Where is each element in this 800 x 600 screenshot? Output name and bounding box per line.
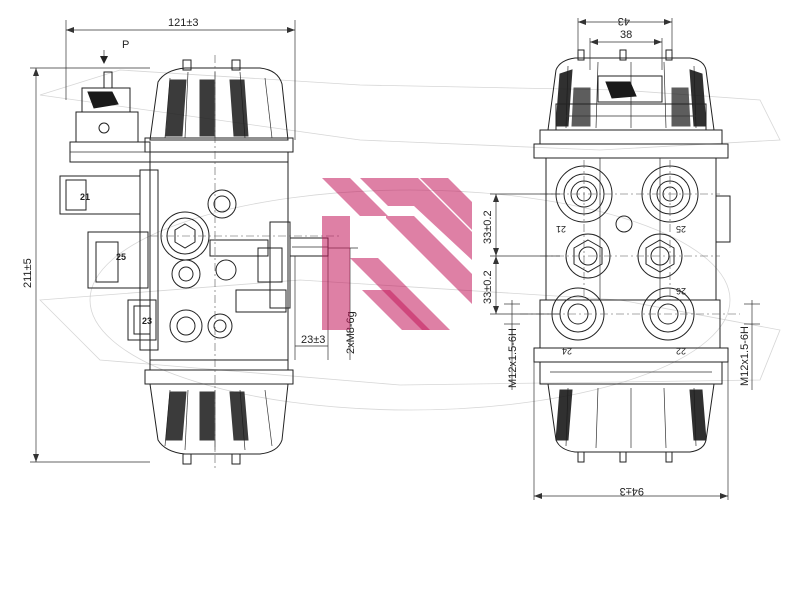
port-label-21: 21 (80, 192, 90, 202)
dim-upper-spacing: 33±0.2 (482, 210, 494, 244)
dim-bottom-width: 94±3 (620, 485, 644, 497)
dim-top-inner: 38 (620, 29, 632, 41)
dim-thread-length: 23±3 (301, 334, 325, 346)
port-label-front-24: 24 (562, 346, 572, 356)
port-label-front-26: 26 (676, 286, 686, 296)
dim-height-side: 211±5 (22, 258, 34, 288)
dim-width-side: 121±3 (168, 17, 199, 29)
port-label-front-25: 25 (676, 224, 686, 234)
dim-thread-right: M12x1.5-6H (739, 326, 751, 386)
dim-thread-left: M12x1.5-6H (507, 328, 519, 388)
port-label-23: 23 (142, 316, 152, 326)
flow-direction-label: P (122, 39, 129, 51)
dim-lower-spacing: 33±0.2 (482, 270, 494, 304)
dim-top-outer: 43 (618, 15, 630, 27)
port-label-front-22: 22 (676, 346, 686, 356)
side-dimensions (30, 20, 358, 463)
side-view (59, 55, 340, 470)
front-dimensions (490, 18, 760, 500)
port-label-25: 25 (116, 252, 126, 262)
watermark-logo (322, 178, 472, 330)
front-view (520, 49, 740, 463)
port-label-front-21: 21 (556, 224, 566, 234)
